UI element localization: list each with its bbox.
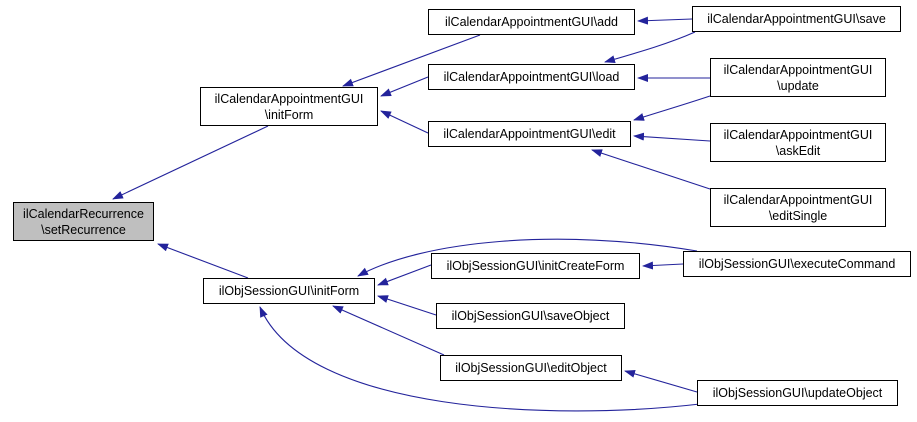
node-session-initform[interactable]: ilObjSessionGUI\initForm	[203, 278, 375, 304]
node-calendar-update[interactable]: ilCalendarAppointmentGUI \update	[710, 58, 886, 97]
node-label-line1: ilCalendarAppointmentGUI	[214, 91, 364, 106]
node-label-line1: ilObjSessionGUI\updateObject	[712, 386, 883, 400]
node-calendar-editsingle[interactable]: ilCalendarAppointmentGUI \editSingle	[710, 188, 886, 227]
node-label-line2: \askEdit	[775, 143, 821, 158]
edge-initcreateform-sessinitform	[377, 264, 432, 286]
node-calendar-edit[interactable]: ilCalendarAppointmentGUI\edit	[428, 121, 631, 147]
edge-executecommand-initcreateform	[642, 261, 684, 270]
node-label-line1: ilCalendarAppointmentGUI\add	[444, 15, 619, 29]
node-label-line1: ilObjSessionGUI\initCreateForm	[446, 259, 625, 273]
node-session-updateobject[interactable]: ilObjSessionGUI\updateObject	[697, 380, 898, 406]
edge-save-load	[604, 31, 696, 64]
node-calendar-load[interactable]: ilCalendarAppointmentGUI\load	[428, 64, 635, 90]
node-session-editobject[interactable]: ilObjSessionGUI\editObject	[440, 355, 622, 381]
edge-executecommand-sessinitform	[357, 238, 698, 277]
node-label-line1: ilObjSessionGUI\initForm	[218, 284, 360, 298]
node-setrecurrence: ilCalendarRecurrence \setRecurrence	[13, 202, 154, 241]
node-session-initcreateform[interactable]: ilObjSessionGUI\initCreateForm	[431, 253, 640, 279]
node-label-line1: ilCalendarAppointmentGUI\load	[443, 70, 620, 84]
node-label-line1: ilObjSessionGUI\editObject	[455, 361, 607, 375]
node-session-executecommand[interactable]: ilObjSessionGUI\executeCommand	[683, 251, 911, 277]
edge-load-calinitform	[380, 76, 429, 97]
node-label-line1: ilCalendarAppointmentGUI	[723, 62, 873, 77]
edge-updateobject-sessinitform	[259, 306, 701, 412]
node-label-line2: \update	[777, 78, 819, 93]
node-label-line1: ilCalendarAppointmentGUI\edit	[443, 127, 616, 141]
edge-saveobject-sessinitform	[377, 295, 437, 316]
edge-editsingle-edit	[591, 149, 711, 190]
edge-save-add	[637, 16, 693, 25]
node-calendar-initform[interactable]: ilCalendarAppointmentGUI \initForm	[200, 87, 378, 126]
node-calendar-add[interactable]: ilCalendarAppointmentGUI\add	[428, 9, 635, 35]
node-label-line1: ilCalendarRecurrence	[23, 206, 144, 221]
node-label-line1: ilObjSessionGUI\saveObject	[451, 309, 610, 323]
node-calendar-save[interactable]: ilCalendarAppointmentGUI\save	[692, 6, 901, 32]
edge-calinitform-setrecurrence	[112, 125, 269, 200]
node-label-line2: \initForm	[264, 107, 314, 122]
node-label-line2: \setRecurrence	[41, 222, 126, 237]
node-session-saveobject[interactable]: ilObjSessionGUI\saveObject	[436, 303, 625, 329]
node-calendar-askedit[interactable]: ilCalendarAppointmentGUI \askEdit	[710, 123, 886, 162]
edge-editobject-sessinitform	[332, 305, 445, 356]
edge-add-calinitform	[342, 34, 481, 87]
node-label-line1: ilCalendarAppointmentGUI	[723, 192, 873, 207]
edge-update-edit	[633, 95, 711, 121]
edge-askedit-edit	[633, 132, 711, 142]
node-label-line2: \editSingle	[768, 208, 828, 223]
node-label-line1: ilCalendarAppointmentGUI\save	[707, 12, 886, 26]
edge-updateobject-editobject	[624, 369, 698, 393]
node-label-line1: ilObjSessionGUI\executeCommand	[698, 257, 896, 271]
node-label-line1: ilCalendarAppointmentGUI	[723, 127, 873, 142]
edge-sessinitform-setrecurrence	[157, 243, 249, 279]
edge-edit-calinitform	[380, 110, 429, 134]
